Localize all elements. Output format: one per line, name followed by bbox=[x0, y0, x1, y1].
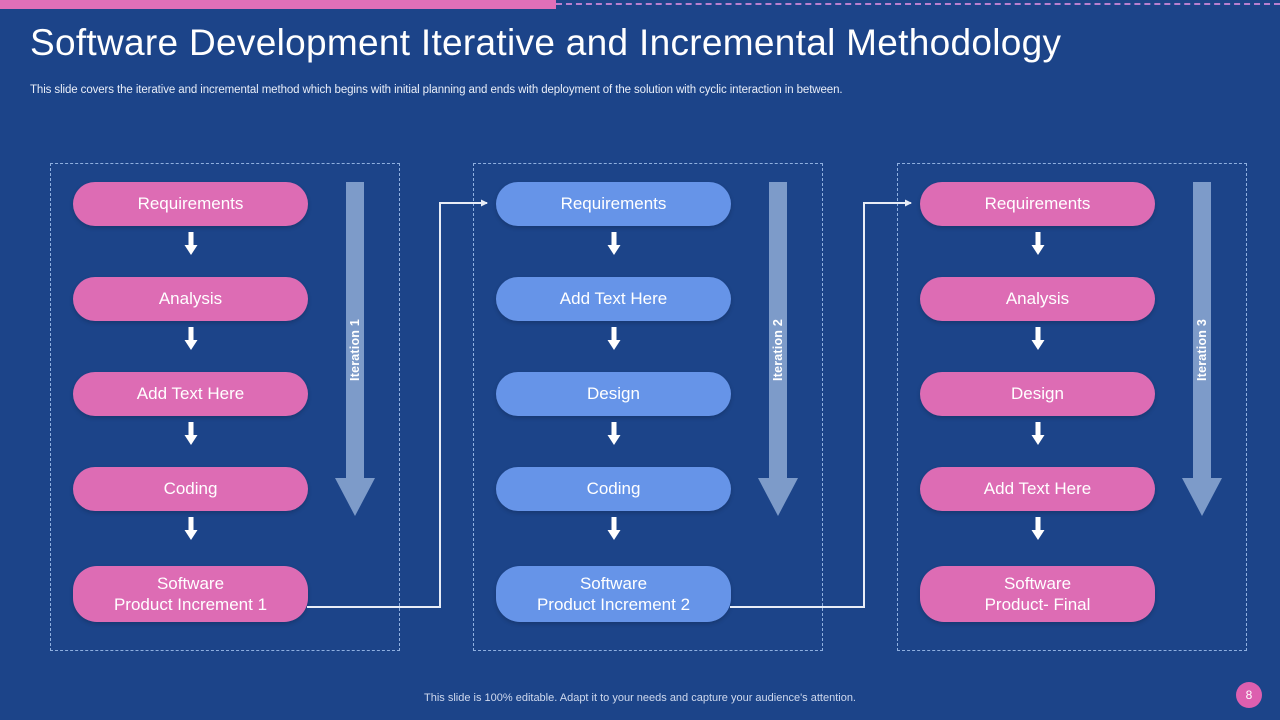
down-arrow-icon bbox=[183, 422, 199, 446]
down-arrow-icon bbox=[606, 327, 622, 351]
step-requirements[interactable]: Requirements bbox=[73, 182, 308, 226]
page-subtitle: This slide covers the iterative and incr… bbox=[30, 84, 843, 96]
page-number-badge: 8 bbox=[1236, 682, 1262, 708]
iteration-2-arrow: Iteration 2 bbox=[756, 182, 800, 518]
step-software-product-increment[interactable]: Software Product Increment 2 bbox=[496, 566, 731, 622]
step-line-1: Software bbox=[579, 573, 648, 593]
step-analysis[interactable]: Analysis bbox=[920, 277, 1155, 321]
down-arrow-icon bbox=[1030, 422, 1046, 446]
iteration-3-arrow: Iteration 3 bbox=[1180, 182, 1224, 518]
iteration-1-panel: Requirements Analysis Add Text Here Codi… bbox=[50, 163, 400, 651]
iteration-1-arrow: Iteration 1 bbox=[333, 182, 377, 518]
step-line-2: Product Increment 2 bbox=[536, 595, 691, 614]
top-accent-bar bbox=[0, 0, 556, 9]
down-arrow-icon bbox=[1030, 232, 1046, 256]
down-arrow-icon bbox=[183, 232, 199, 256]
iteration-3-label: Iteration 3 bbox=[1195, 319, 1209, 381]
down-arrow-icon bbox=[606, 517, 622, 541]
step-coding[interactable]: Coding bbox=[73, 467, 308, 511]
step-analysis[interactable]: Analysis bbox=[73, 277, 308, 321]
step-design[interactable]: Design bbox=[496, 372, 731, 416]
iteration-2-panel: Requirements Add Text Here Design Coding… bbox=[473, 163, 823, 651]
step-add-text-here[interactable]: Add Text Here bbox=[73, 372, 308, 416]
step-line-2: Product Increment 1 bbox=[113, 595, 268, 614]
down-arrow-icon bbox=[606, 232, 622, 256]
step-requirements[interactable]: Requirements bbox=[920, 182, 1155, 226]
step-line-1: Software bbox=[1003, 573, 1072, 593]
step-design[interactable]: Design bbox=[920, 372, 1155, 416]
top-dashed-rule bbox=[556, 3, 1280, 5]
down-arrow-icon bbox=[183, 327, 199, 351]
iteration-1-label: Iteration 1 bbox=[348, 319, 362, 381]
step-software-product-final[interactable]: Software Product- Final bbox=[920, 566, 1155, 622]
step-line-1: Software bbox=[156, 573, 225, 593]
down-arrow-icon bbox=[183, 517, 199, 541]
step-add-text-here[interactable]: Add Text Here bbox=[920, 467, 1155, 511]
step-coding[interactable]: Coding bbox=[496, 467, 731, 511]
iteration-2-label: Iteration 2 bbox=[771, 319, 785, 381]
down-arrow-icon bbox=[1030, 327, 1046, 351]
step-add-text-here[interactable]: Add Text Here bbox=[496, 277, 731, 321]
step-software-product-increment[interactable]: Software Product Increment 1 bbox=[73, 566, 308, 622]
step-line-2: Product- Final bbox=[984, 595, 1091, 614]
footer-note: This slide is 100% editable. Adapt it to… bbox=[424, 692, 856, 704]
iteration-3-panel: Requirements Analysis Design Add Text He… bbox=[897, 163, 1247, 651]
step-requirements[interactable]: Requirements bbox=[496, 182, 731, 226]
down-arrow-icon bbox=[606, 422, 622, 446]
page-title: Software Development Iterative and Incre… bbox=[30, 22, 1062, 63]
down-arrow-icon bbox=[1030, 517, 1046, 541]
